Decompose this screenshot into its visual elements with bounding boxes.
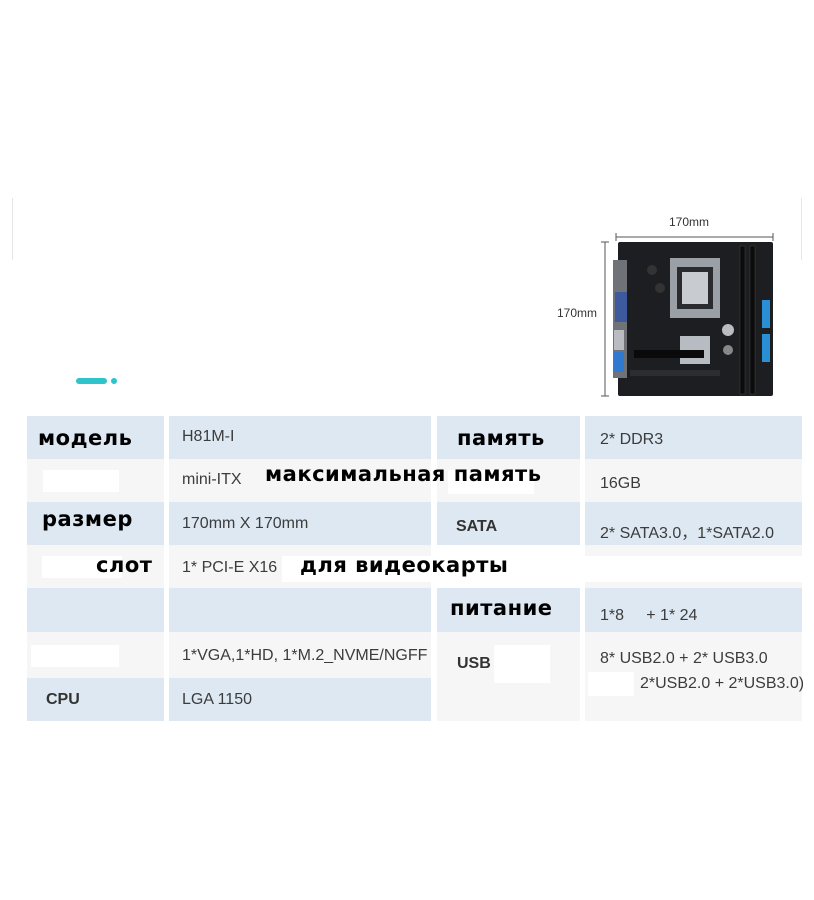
r-row1-value-cell (585, 416, 802, 459)
form-factor-value: mini-ITX (182, 471, 242, 488)
row5-label-cell (27, 588, 164, 632)
r-row5-label-cell (437, 588, 580, 632)
r-row2-value-cell (585, 459, 802, 502)
erased-label-box (31, 645, 119, 667)
cpu-label: CPU (46, 691, 80, 708)
accent-bar (76, 378, 107, 384)
sata-label: SATA (456, 518, 498, 535)
erased-label-box (282, 556, 802, 582)
slot-label: слот (96, 553, 153, 577)
row6-value-cell (169, 632, 431, 678)
sata-value: 2* SATA3.0，1*SATA2.0 (600, 525, 775, 542)
accent-dot (111, 378, 117, 384)
erased-label-box (588, 672, 634, 696)
row3-value-cell (169, 502, 431, 545)
model-label: модель (38, 426, 133, 450)
board-height-label: 170mm (557, 306, 598, 320)
frame-right-line (801, 198, 802, 260)
row1-value-cell (169, 416, 431, 459)
row3-label-cell (27, 502, 164, 545)
memory-label: память (457, 426, 545, 450)
erased-label-box (42, 556, 122, 578)
erased-label-box (448, 470, 534, 494)
erased-label-box (494, 645, 550, 683)
row2-value-cell (169, 459, 431, 502)
row5-value-cell (169, 588, 431, 632)
usb-label: USB (457, 655, 491, 672)
cpu-value: LGA 1150 (182, 691, 252, 708)
usb-value-line2: 2*USB2.0 + 2*USB3.0) (640, 675, 805, 692)
r-row3-value-cell (585, 502, 802, 545)
io-value: 1*VGA,1*HD, 1*M.2_NVME/NGFF (182, 647, 428, 664)
usb-value-line1: 8* USB2.0 + 2* USB3.0 (600, 650, 768, 667)
row1-label-cell (27, 416, 164, 459)
power-label: питание (450, 596, 553, 620)
board-width-label: 170mm (669, 215, 710, 229)
memory-value: 2* DDR3 (600, 431, 664, 448)
max-memory-label: максимальная память (265, 462, 542, 486)
model-value: H81M-I (182, 428, 235, 445)
frame-left-line (12, 198, 13, 260)
slot-value: 1* PCI-E X16 (182, 559, 278, 576)
max-memory-value: 16GB (600, 475, 641, 492)
r-row1-label-cell (437, 416, 580, 459)
size-value: 170mm X 170mm (182, 515, 309, 532)
power-value: 1*8 + 1* 24 (600, 607, 698, 624)
r-row3-label-cell (437, 502, 580, 545)
erased-label-box (43, 470, 119, 492)
size-label: размер (42, 507, 133, 531)
row7-label-cell (27, 678, 164, 721)
r-row5-value-cell (585, 588, 802, 632)
motherboard-image (601, 233, 774, 397)
gpu-label: для видеокарты (300, 553, 509, 577)
row7-value-cell (169, 678, 431, 721)
